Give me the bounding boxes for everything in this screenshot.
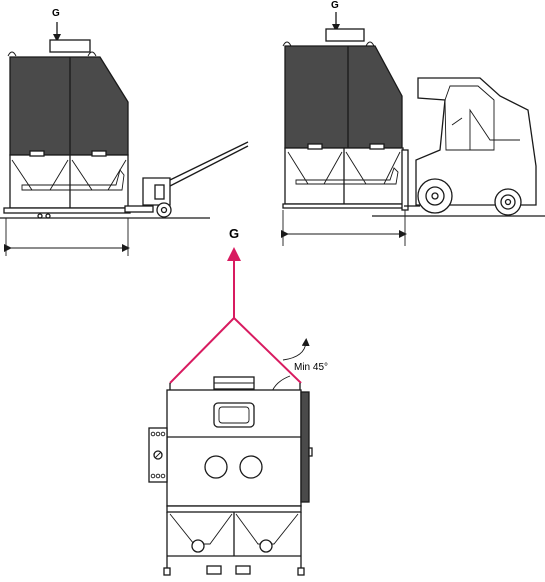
weight-label-crane-view: G [229,226,240,241]
crane-lift-view [148,247,313,576]
min-angle-label: Min 45° [294,362,329,373]
forklift-view [281,12,545,246]
weight-label-pallet-view: G [52,8,60,19]
weight-label-forklift-view: G [331,0,339,11]
pallet-jack-view [0,22,249,256]
